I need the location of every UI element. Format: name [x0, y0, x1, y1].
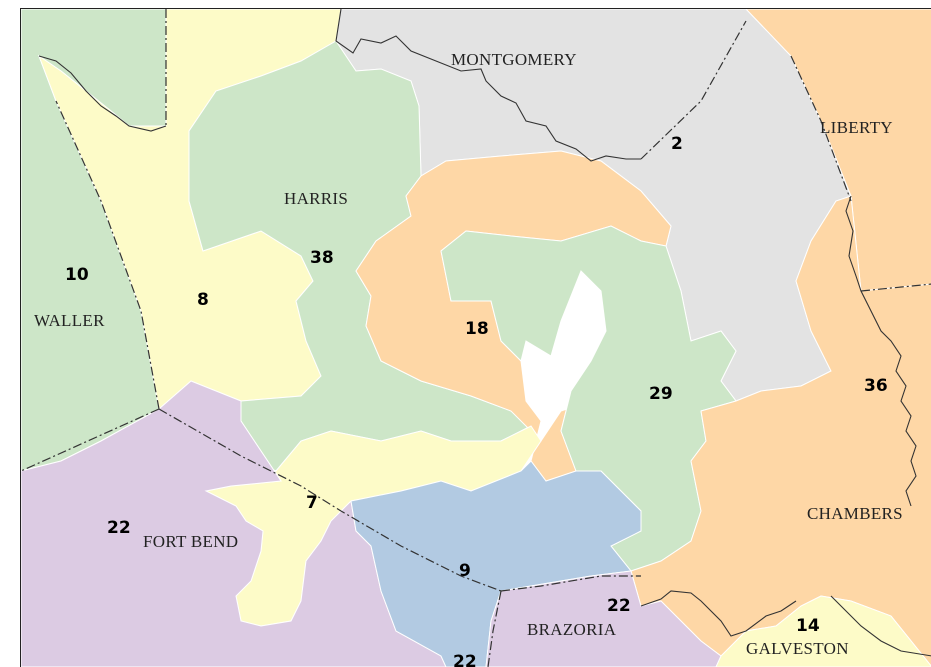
district-label-9: 9 — [459, 561, 471, 581]
district-label-22-fort-bend: 22 — [107, 518, 131, 538]
county-label-galveston: GALVESTON — [746, 639, 849, 658]
district-label-14: 14 — [796, 616, 820, 636]
county-label-harris: HARRIS — [284, 189, 348, 208]
rivers — [38, 9, 931, 657]
map-canvas: MONTGOMERY LIBERTY HARRIS WALLER CHAMBER… — [21, 9, 931, 667]
county-label-fort-bend: FORT BEND — [143, 532, 238, 551]
district-label-2: 2 — [671, 134, 683, 154]
district-label-8: 8 — [197, 290, 209, 310]
district-label-10: 10 — [65, 265, 89, 285]
district-label-36: 36 — [864, 376, 888, 396]
county-label-waller: WALLER — [34, 311, 105, 330]
district-label-29: 29 — [649, 384, 673, 404]
county-label-liberty: LIBERTY — [820, 118, 893, 137]
county-boundaries — [21, 9, 931, 667]
district-label-22-south: 22 — [453, 652, 477, 667]
district-label-7: 7 — [306, 493, 318, 513]
region-district-22-brazoria — [485, 570, 722, 667]
district-label-38: 38 — [310, 248, 334, 268]
county-label-montgomery: MONTGOMERY — [451, 50, 577, 69]
district-label-22-brazoria: 22 — [607, 596, 631, 616]
region-district-14 — [715, 595, 931, 667]
district-label-18: 18 — [465, 319, 489, 339]
county-label-chambers: CHAMBERS — [807, 504, 903, 523]
county-label-brazoria: BRAZORIA — [527, 620, 617, 639]
district-map: MONTGOMERY LIBERTY HARRIS WALLER CHAMBER… — [20, 8, 931, 667]
